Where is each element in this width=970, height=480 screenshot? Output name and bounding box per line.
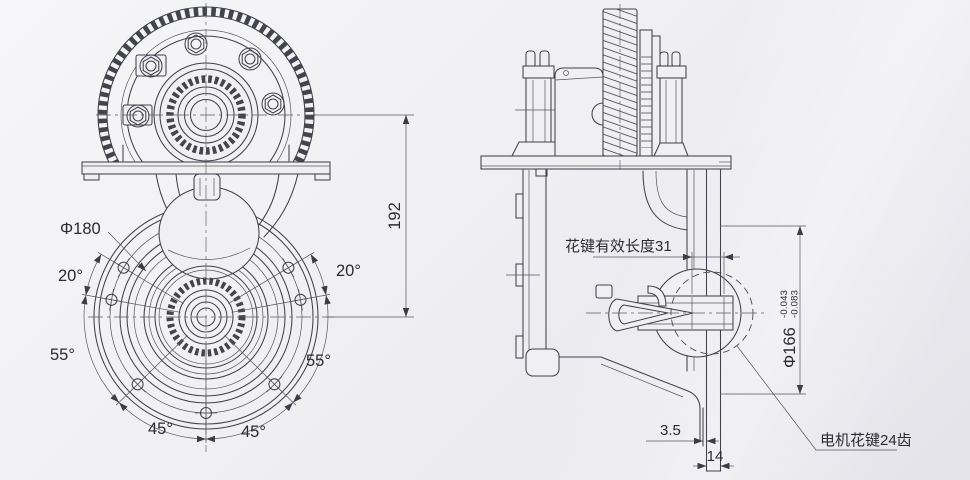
gear-stack [511,8,689,157]
angle-dimension-arc [81,252,331,443]
phi166-label: Φ166 [781,327,799,368]
angle-label-55-left: 55° [50,346,75,364]
hex-bolt [261,92,285,116]
housing-ball [158,186,260,280]
dim-14: 14 [693,448,734,470]
dim-192-label: 192 [386,202,404,230]
dim-spline-length: 花键有效长度31 [565,238,740,294]
motor-spline-callout: 电机花键24齿 [736,345,912,451]
motor-spline-label: 电机花键24齿 [820,432,912,449]
dim-3-5-label: 3.5 [660,422,681,439]
angle-label-55-right: 55° [306,352,331,370]
phi166-tol-lower: -0.083 [790,290,801,318]
side-view: 花键有效长度31 Φ166 -0.043 -0.083 3.5 14 电机花键2… [480,4,912,472]
phi180-label: Φ180 [60,220,101,238]
side-flange-plate [480,155,732,177]
spline-length-label: 花键有效长度31 [565,238,672,255]
centerlines-front [81,3,334,452]
input-stem [193,173,221,201]
dim-3-5: 3.5 [646,422,719,445]
phi166-tol-upper: -0.043 [779,290,790,318]
angle-label-20-left: 20° [58,267,83,285]
dim-192: 192 [312,114,414,318]
bolt-hole [194,401,218,425]
angle-label-45-left: 45° [148,420,173,438]
hex-bolt [238,47,262,71]
bolt-hole [272,252,305,284]
dim-phi166: Φ166 -0.043 -0.083 [726,225,806,395]
front-view: 20° 20° 55° 55° 45° 45° Φ180 192 [50,3,414,452]
bolt-hole [107,252,140,284]
dim-14-label: 14 [707,448,724,465]
fork-wedge [595,284,694,332]
housing-ball-detail [167,247,251,260]
angle-label-20-right: 20° [336,262,361,280]
angle-label-45-right: 45° [241,423,266,441]
phi180-callout: Φ180 [60,220,149,274]
